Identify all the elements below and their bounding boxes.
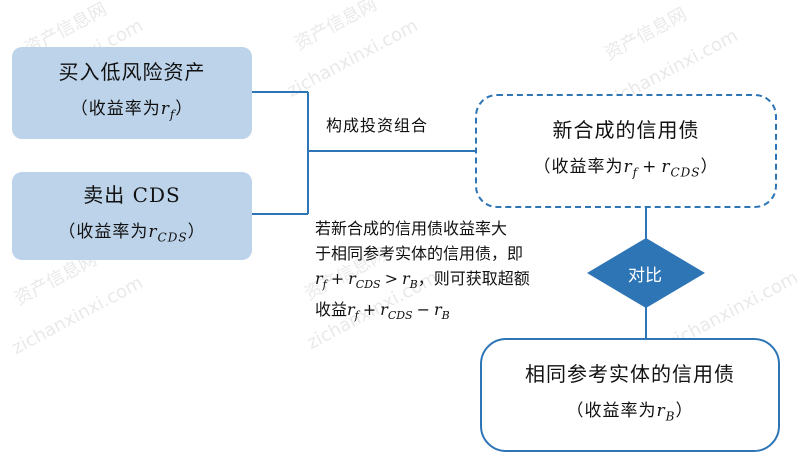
synthetic-bond-box: 新合成的信用债 （收益率为rf+rCDS）: [475, 94, 777, 208]
math-sub: f: [322, 278, 327, 292]
annotation-line-1: 若新合成的信用债收益率大: [315, 219, 508, 238]
math-sub: f: [169, 107, 176, 122]
math-minus: −: [416, 300, 430, 320]
yield-suffix: ）: [700, 157, 719, 178]
math-r: r: [160, 99, 170, 120]
math-r: r: [401, 269, 410, 288]
excess-return-formula: rf+rCDS−rB: [347, 300, 450, 323]
sell-cds-title: 卖出 CDS: [83, 183, 181, 208]
math-sub: CDS: [387, 309, 413, 323]
math-r: r: [661, 157, 671, 178]
annotation-line-4-prefix: 收益: [315, 300, 348, 320]
math-plus: +: [362, 300, 377, 320]
buy-low-risk-yield: （收益率为rf）: [71, 96, 194, 127]
yield-prefix: （收益率为: [70, 99, 161, 120]
math-sub: B: [441, 309, 450, 323]
synthetic-bond-yield: （收益率为rf+rCDS）: [533, 154, 718, 185]
buy-low-risk-asset-box: 买入低风险资产 （收益率为rf）: [12, 47, 252, 139]
reference-bond-title: 相同参考实体的信用债: [525, 362, 735, 387]
annotation-line-4: 收益rf+rCDS−rB: [315, 297, 590, 328]
yield-formula: rf+rCDS: [623, 157, 701, 180]
yield-symbol: rCDS: [148, 222, 188, 245]
yield-prefix: （收益率为: [58, 222, 149, 243]
sell-cds-box: 卖出 CDS （收益率为rCDS）: [12, 172, 252, 260]
math-sub: CDS: [157, 230, 188, 245]
math-gt: >: [384, 269, 398, 288]
math-r: r: [148, 222, 158, 243]
compare-diamond: [587, 238, 705, 308]
yield-suffix: ）: [187, 222, 206, 243]
synthetic-bond-title: 新合成的信用债: [552, 118, 700, 143]
compare-label: 对比: [628, 265, 662, 286]
math-sub: B: [409, 278, 418, 292]
math-r: r: [315, 269, 323, 288]
math-sub: f: [354, 309, 359, 323]
annotation-line-3: rf+rCDS>rB，则可获取超额: [315, 266, 590, 297]
annotation-line-3-suffix: ，则可获取超额: [417, 269, 530, 288]
math-plus: +: [642, 157, 658, 178]
math-r: r: [434, 300, 442, 320]
math-r: r: [623, 157, 633, 178]
yield-suffix: ）: [675, 401, 694, 422]
math-sub: f: [632, 165, 639, 180]
math-r: r: [347, 300, 355, 320]
math-r: r: [656, 401, 666, 422]
yield-prefix: （收益率为: [533, 157, 624, 178]
buy-low-risk-title: 买入低风险资产: [58, 60, 206, 85]
math-sub: CDS: [355, 278, 381, 292]
math-sub: CDS: [670, 165, 701, 180]
yield-symbol: rf: [160, 99, 176, 122]
inequality-formula: rf+rCDS>rB: [315, 269, 418, 292]
annotation-line-2: 于相同参考实体的信用债，即: [315, 244, 524, 263]
reference-bond-box: 相同参考实体的信用债 （收益率为rB）: [480, 338, 780, 452]
math-sub: B: [665, 409, 676, 424]
arbitrage-annotation: 若新合成的信用债收益率大 于相同参考实体的信用债，即 rf+rCDS>rB，则可…: [315, 216, 590, 328]
math-plus: +: [330, 269, 345, 288]
math-r: r: [348, 269, 356, 288]
portfolio-edge-label: 构成投资组合: [326, 116, 429, 135]
sell-cds-yield: （收益率为rCDS）: [58, 219, 205, 250]
yield-prefix: （收益率为: [566, 401, 657, 422]
reference-bond-yield: （收益率为rB）: [567, 398, 694, 429]
math-r: r: [380, 300, 388, 320]
yield-symbol: rB: [656, 401, 676, 424]
yield-suffix: ）: [175, 99, 194, 120]
